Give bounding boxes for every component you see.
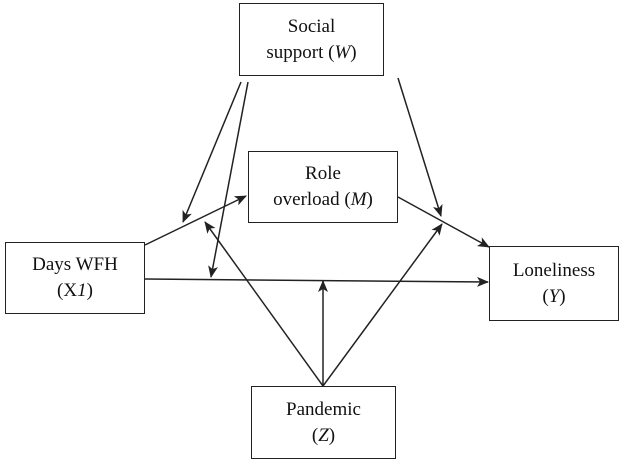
arrow-w-to-path-my xyxy=(397,77,443,217)
arrow-m-to-y xyxy=(397,196,490,248)
node-social-support-line2: support ( xyxy=(266,41,335,63)
node-loneliness-line1: Loneliness xyxy=(512,259,596,281)
node-pandemic-line2: ( xyxy=(311,424,319,446)
node-days-wfh-line1: Days WFH xyxy=(32,254,118,275)
node-role-overload: Role overload (M) xyxy=(248,151,398,223)
node-pandemic-line1: Pandemic xyxy=(286,398,361,420)
node-loneliness: Loneliness (Y) xyxy=(489,246,619,321)
node-loneliness-line2: ( xyxy=(542,285,549,307)
node-loneliness-var: Y xyxy=(548,285,560,307)
arrow-x-to-y xyxy=(144,276,489,287)
node-days-wfh-line2: (X xyxy=(57,280,78,301)
node-pandemic-var: Z xyxy=(318,424,329,446)
node-role-overload-line1: Role xyxy=(305,163,341,184)
node-social-support-var: W xyxy=(334,41,351,63)
node-days-wfh-var: 1 xyxy=(77,280,87,301)
arrow-w-to-path-xm xyxy=(182,81,242,223)
arrow-w-to-path-xy xyxy=(208,81,249,278)
node-social-support-line1: Social xyxy=(287,15,336,37)
node-role-overload-var: M xyxy=(350,189,367,210)
node-social-support: Social support (W) xyxy=(239,3,384,76)
arrow-x-to-m xyxy=(144,195,247,246)
node-pandemic: Pandemic (Z) xyxy=(251,386,396,459)
node-days-wfh: Days WFH (X1) xyxy=(5,242,145,314)
arrow-z-to-path-xm xyxy=(204,221,324,387)
node-role-overload-line2: overload ( xyxy=(273,189,351,210)
arrow-z-to-path-my xyxy=(322,223,443,387)
